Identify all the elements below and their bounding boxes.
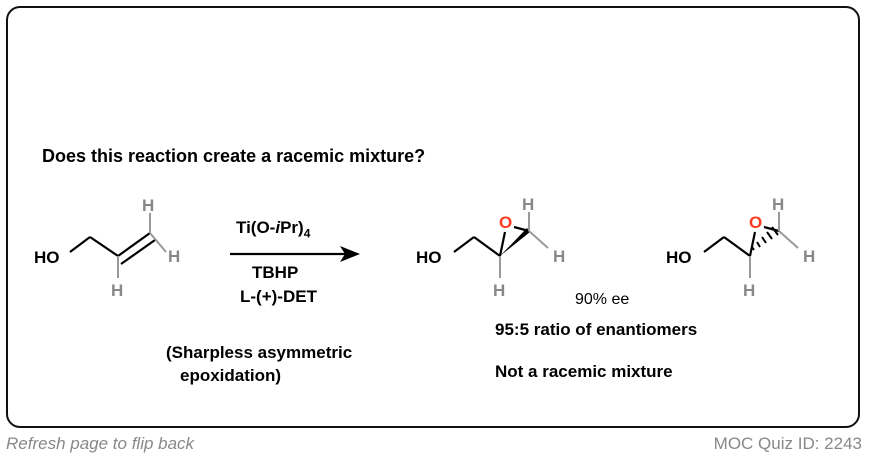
p1-wedge-c2-c3 xyxy=(500,228,530,256)
bond-c2-c3 xyxy=(117,232,151,257)
reactant-h-top: H xyxy=(142,196,154,215)
p1-bond-o-c1 xyxy=(453,236,475,253)
p2-h-right: H xyxy=(803,247,815,266)
p2-bond-c3-o xyxy=(763,225,780,233)
bond-c1-c2 xyxy=(89,236,119,257)
bond-o-c1 xyxy=(69,236,91,253)
reaction-name-line2: epoxidation) xyxy=(180,366,282,385)
refresh-hint: Refresh page to flip back xyxy=(6,434,195,453)
reagent-det: L-(+)-DET xyxy=(240,287,317,306)
reagent-catalyst-sub: 4 xyxy=(303,226,311,241)
reactant-ho: HO xyxy=(34,248,60,267)
arrow-head xyxy=(340,246,360,262)
enantiomer-ratio: 95:5 ratio of enantiomers xyxy=(495,320,698,339)
p1-h-right: H xyxy=(553,247,565,266)
p1-bond-c3-o xyxy=(513,225,530,233)
reagent-catalyst-mid: Pr) xyxy=(280,218,304,237)
p1-h-bottom: H xyxy=(493,281,505,300)
question-text: Does this reaction create a racemic mixt… xyxy=(42,146,426,166)
p1-ho: HO xyxy=(416,248,442,267)
product-2-epoxide: HO O H H H xyxy=(666,195,815,300)
reaction-arrow xyxy=(230,246,360,262)
p1-h-top: H xyxy=(522,195,534,214)
reagent-catalyst: Ti(O-iPr)4 xyxy=(236,218,310,240)
p2-bond-o-c1 xyxy=(703,236,725,253)
conclusion-text: Not a racemic mixture xyxy=(495,362,673,381)
p2-bond-h-right xyxy=(778,230,799,249)
product-1-epoxide: HO O H H H xyxy=(416,195,565,300)
reagent-catalyst-italic: i xyxy=(275,218,281,237)
reagent-tbhp: TBHP xyxy=(252,263,299,282)
p2-h-top: H xyxy=(772,195,784,214)
bond-c3-h-right xyxy=(149,232,167,253)
p1-bond-h-right xyxy=(528,230,549,249)
p1-bond-c2-o xyxy=(498,231,507,257)
reagent-catalyst-prefix: Ti(O- xyxy=(236,218,276,237)
p2-bond-c1-c2 xyxy=(723,236,751,257)
reactant-h-right: H xyxy=(168,247,180,266)
bond-c2-c3-double xyxy=(120,239,156,265)
reaction-name-line1: (Sharpless asymmetric xyxy=(166,343,353,362)
p2-bond-c2-o xyxy=(748,231,757,257)
p1-bond-c1-c2 xyxy=(473,236,501,257)
p1-oxygen: O xyxy=(499,213,512,232)
p2-ho: HO xyxy=(666,248,692,267)
reactant-allyl-alcohol: HO H H H xyxy=(34,196,180,300)
reactant-h-bottom: H xyxy=(111,281,123,300)
quiz-card xyxy=(6,6,860,428)
ee-value: 90% ee xyxy=(575,291,630,308)
p2-h-bottom: H xyxy=(743,281,755,300)
p2-oxygen: O xyxy=(749,213,762,232)
quiz-id: MOC Quiz ID: 2243 xyxy=(713,434,862,453)
